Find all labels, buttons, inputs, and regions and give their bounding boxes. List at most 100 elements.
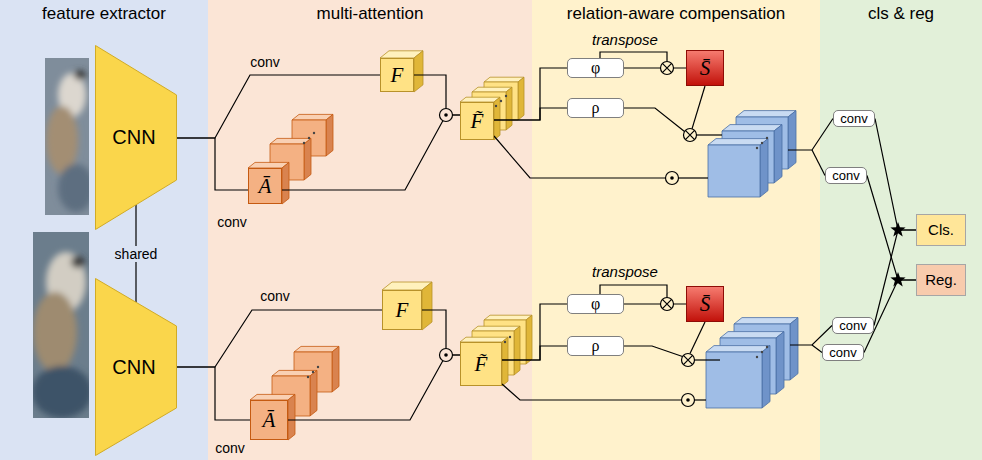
- input-image: [46, 106, 78, 174]
- stack-dots: [307, 376, 309, 378]
- tensor-face: [526, 315, 532, 364]
- connector: [494, 108, 567, 120]
- node-label: φ: [591, 296, 600, 312]
- tensor-face: [720, 332, 784, 338]
- tensor-face: [788, 111, 796, 169]
- hadamard-symbol: [440, 109, 453, 122]
- wire: [494, 52, 833, 400]
- connector-layer: [136, 68, 916, 420]
- cnn-shape: [96, 279, 177, 456]
- node-label: conv: [832, 169, 859, 182]
- hadamard-symbol: [444, 113, 448, 117]
- node-label: conv: [839, 319, 866, 332]
- node-label: Reg.: [925, 271, 957, 288]
- stack-dots: [495, 105, 497, 107]
- tensor-face: [708, 145, 760, 197]
- tensor-face: [762, 346, 770, 408]
- connector: [177, 310, 382, 367]
- tensor-face: [484, 315, 532, 320]
- matmul-symbol: [685, 130, 694, 139]
- tensor-face: [332, 346, 339, 392]
- connector: [422, 310, 460, 355]
- tensor-face: [790, 318, 798, 380]
- tensor-face: [518, 77, 524, 120]
- stack-dots: [761, 142, 763, 144]
- node-label: CNN: [112, 356, 155, 379]
- edge-label: shared: [113, 246, 160, 262]
- node-label: F̃: [471, 111, 484, 132]
- correlation-star: [890, 272, 905, 286]
- stage-band-ground: [532, 0, 820, 460]
- node-label: F: [391, 65, 404, 86]
- conv-box: conv: [825, 167, 867, 184]
- band-heading: relation-aware compensation: [567, 4, 785, 24]
- node-label: CNN: [112, 126, 155, 149]
- similarity-matrix: S̄: [686, 286, 724, 322]
- tensor-face: [484, 77, 524, 82]
- connector: [864, 280, 916, 353]
- edge-label: conv: [248, 54, 282, 70]
- output-box: Reg.: [916, 264, 966, 296]
- node-label: conv: [840, 112, 867, 125]
- search-image: [33, 252, 89, 418]
- matmul-symbol: [661, 62, 674, 75]
- wire: [695, 399, 707, 400]
- connector: [282, 115, 460, 190]
- node-label: Cls.: [928, 221, 954, 238]
- input-image: [58, 164, 89, 212]
- matmul-symbol: [662, 63, 671, 72]
- stack-dots: [303, 142, 305, 144]
- connector: [177, 75, 380, 138]
- wire: [788, 119, 833, 151]
- node-label: φ: [591, 60, 600, 76]
- stack-dots: [504, 341, 506, 343]
- tensor-face: [774, 125, 782, 183]
- stage-band-ground: [208, 0, 532, 460]
- tensor-face: [472, 87, 512, 92]
- tensor-face: [272, 370, 317, 376]
- search-image: [33, 232, 89, 418]
- hadamard-symbol: [440, 349, 453, 362]
- wire: [812, 150, 825, 176]
- connector: [502, 304, 567, 360]
- node-label: S̄: [700, 58, 711, 79]
- stage-band-ground: [0, 0, 208, 460]
- conv-box: conv: [822, 344, 864, 361]
- projection-box: φ: [567, 58, 624, 78]
- tensor-face: [326, 114, 333, 156]
- hadamard-symbol: [666, 172, 679, 185]
- connector: [502, 346, 567, 360]
- matmul-symbol: [683, 355, 692, 364]
- tensor-face: [502, 337, 508, 386]
- edge-label: conv: [258, 288, 292, 304]
- edge-label: conv: [213, 440, 247, 456]
- stack-dots: [756, 356, 758, 358]
- stack-dots: [317, 366, 319, 368]
- search-image: [71, 256, 85, 268]
- matmul-symbol: [684, 129, 697, 142]
- cnn-shape: [96, 46, 177, 230]
- hadamard-symbol: [686, 398, 690, 402]
- connector: [874, 230, 916, 326]
- stack-dots: [766, 346, 768, 348]
- conv-box: conv: [832, 317, 874, 334]
- feature-tensor: F: [382, 290, 422, 330]
- tensor-face: [414, 51, 423, 92]
- feature-tensor: F: [380, 58, 414, 92]
- feature-tensor: F̃: [460, 102, 494, 140]
- wire: [624, 108, 685, 132]
- wire: [812, 345, 822, 353]
- connector: [624, 303, 686, 304]
- projection-box: φ: [567, 294, 624, 314]
- hadamard-symbol: [682, 394, 695, 407]
- matmul-symbol: [662, 299, 671, 308]
- annotation: transpose: [592, 32, 658, 48]
- tensor-face: [494, 97, 500, 140]
- correlation-star: [890, 222, 905, 236]
- wire: [624, 346, 683, 357]
- input-image: [46, 70, 89, 212]
- stage-band: relation-aware compensationφS̄ρφS̄ρ: [532, 0, 820, 460]
- node-label: ρ: [592, 338, 600, 354]
- tensor-face: [282, 162, 289, 204]
- connector: [624, 67, 686, 68]
